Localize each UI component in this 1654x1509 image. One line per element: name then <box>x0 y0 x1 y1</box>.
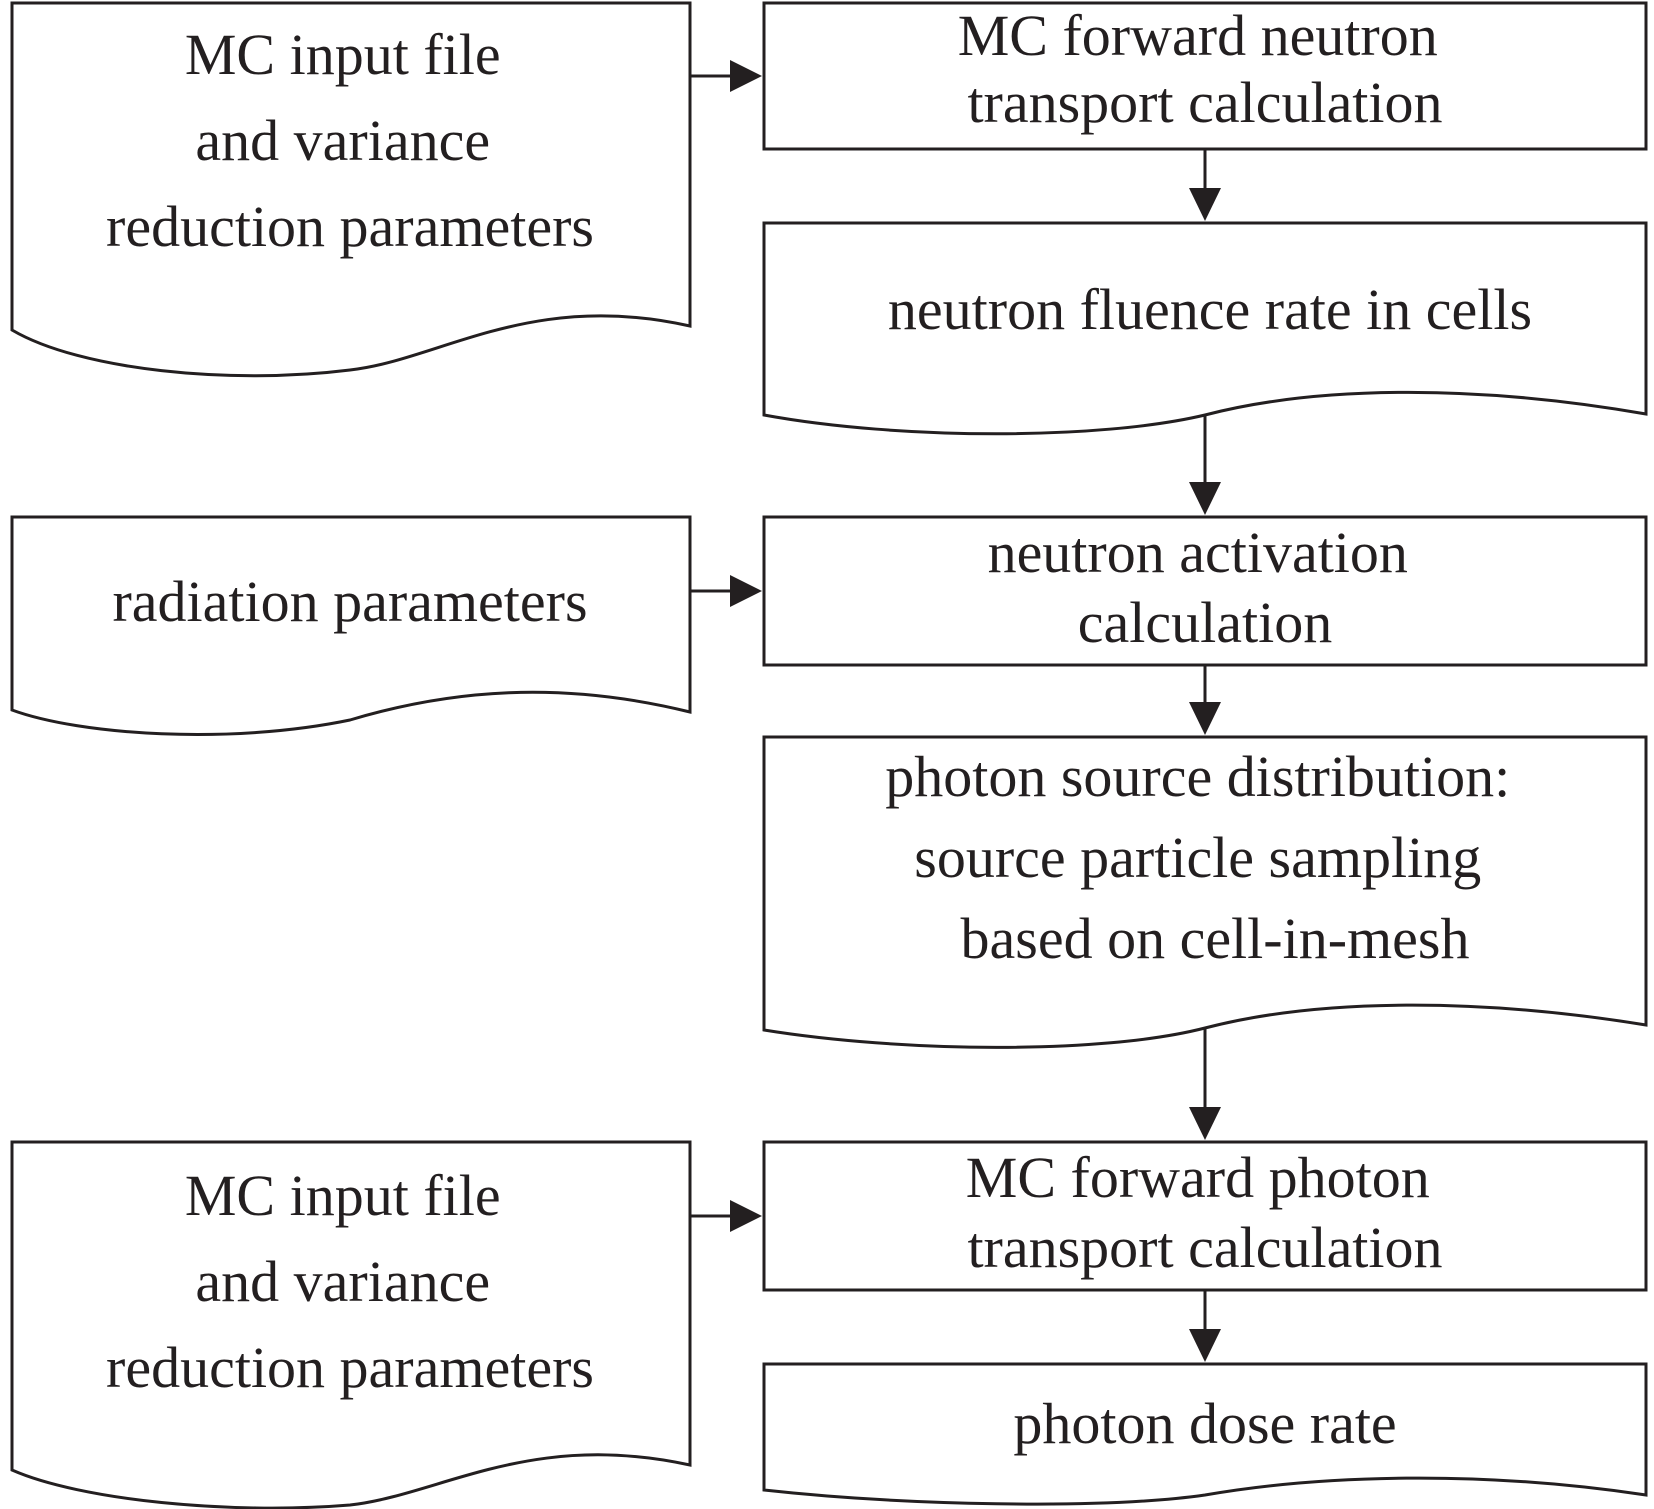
node-input2-line-1: MC input file <box>185 1163 501 1228</box>
node-radiation-shape <box>10 515 692 736</box>
arrowhead-icon <box>1189 188 1221 221</box>
node-activation-line-1: neutron activation <box>988 520 1408 585</box>
arrowhead-icon <box>730 1200 762 1232</box>
node-photon-transport-line-2: transport calculation <box>967 1215 1442 1280</box>
arrowhead-icon <box>1189 482 1221 515</box>
node-neutron-transport-label: MC forward neutron transport calculation <box>958 3 1453 135</box>
node-fluence-line-1: neutron fluence rate in cells <box>888 277 1532 342</box>
node-input1-line-2: and variance <box>195 108 490 173</box>
node-photon-source-line-1: photon source distribution: <box>885 744 1510 809</box>
node-input2-label: MC input file and variance reduction par… <box>106 1163 594 1400</box>
node-input1-line-3: reduction parameters <box>106 194 594 259</box>
node-activation-label: neutron activation calculation <box>988 520 1423 655</box>
node-photon-source-label: photon source distribution: source parti… <box>885 744 1525 971</box>
node-fluence-shape <box>762 221 1648 436</box>
node-input2-line-3: reduction parameters <box>106 1335 594 1400</box>
node-neutron-transport-line-2: transport calculation <box>967 70 1442 135</box>
node-input2-line-2: and variance <box>195 1249 490 1314</box>
node-photon-transport-line-1: MC forward photon <box>966 1145 1430 1210</box>
arrowhead-icon <box>1189 1329 1221 1362</box>
node-photon-source-line-3: based on cell-in-mesh <box>961 906 1470 971</box>
node-photon-source-line-2: source particle sampling <box>914 825 1481 890</box>
node-input1-line-1: MC input file <box>185 22 501 87</box>
node-input1-shape <box>10 1 692 378</box>
node-fluence-label: neutron fluence rate in cells <box>888 277 1532 342</box>
node-dose-label: photon dose rate <box>1013 1391 1396 1456</box>
node-radiation-line-1: radiation parameters <box>112 569 587 634</box>
node-dose-line-1: photon dose rate <box>1013 1391 1396 1456</box>
node-input2-shape <box>10 1140 692 1509</box>
node-neutron-transport-line-1: MC forward neutron <box>958 3 1438 68</box>
arrowhead-icon <box>1189 1107 1221 1140</box>
node-activation-shape <box>762 515 1648 667</box>
node-neutron-transport-shape <box>762 1 1648 151</box>
node-photon-source-shape <box>762 735 1648 1049</box>
node-activation-line-2: calculation <box>1078 590 1332 655</box>
node-radiation-label: radiation parameters <box>112 569 587 634</box>
node-dose-shape <box>762 1362 1648 1506</box>
arrowhead-icon <box>1189 702 1221 735</box>
node-input1-label: MC input file and variance reduction par… <box>106 22 594 259</box>
arrowhead-icon <box>730 60 762 92</box>
arrowhead-icon <box>730 575 762 607</box>
node-photon-transport-label: MC forward photon transport calculation <box>966 1145 1444 1280</box>
